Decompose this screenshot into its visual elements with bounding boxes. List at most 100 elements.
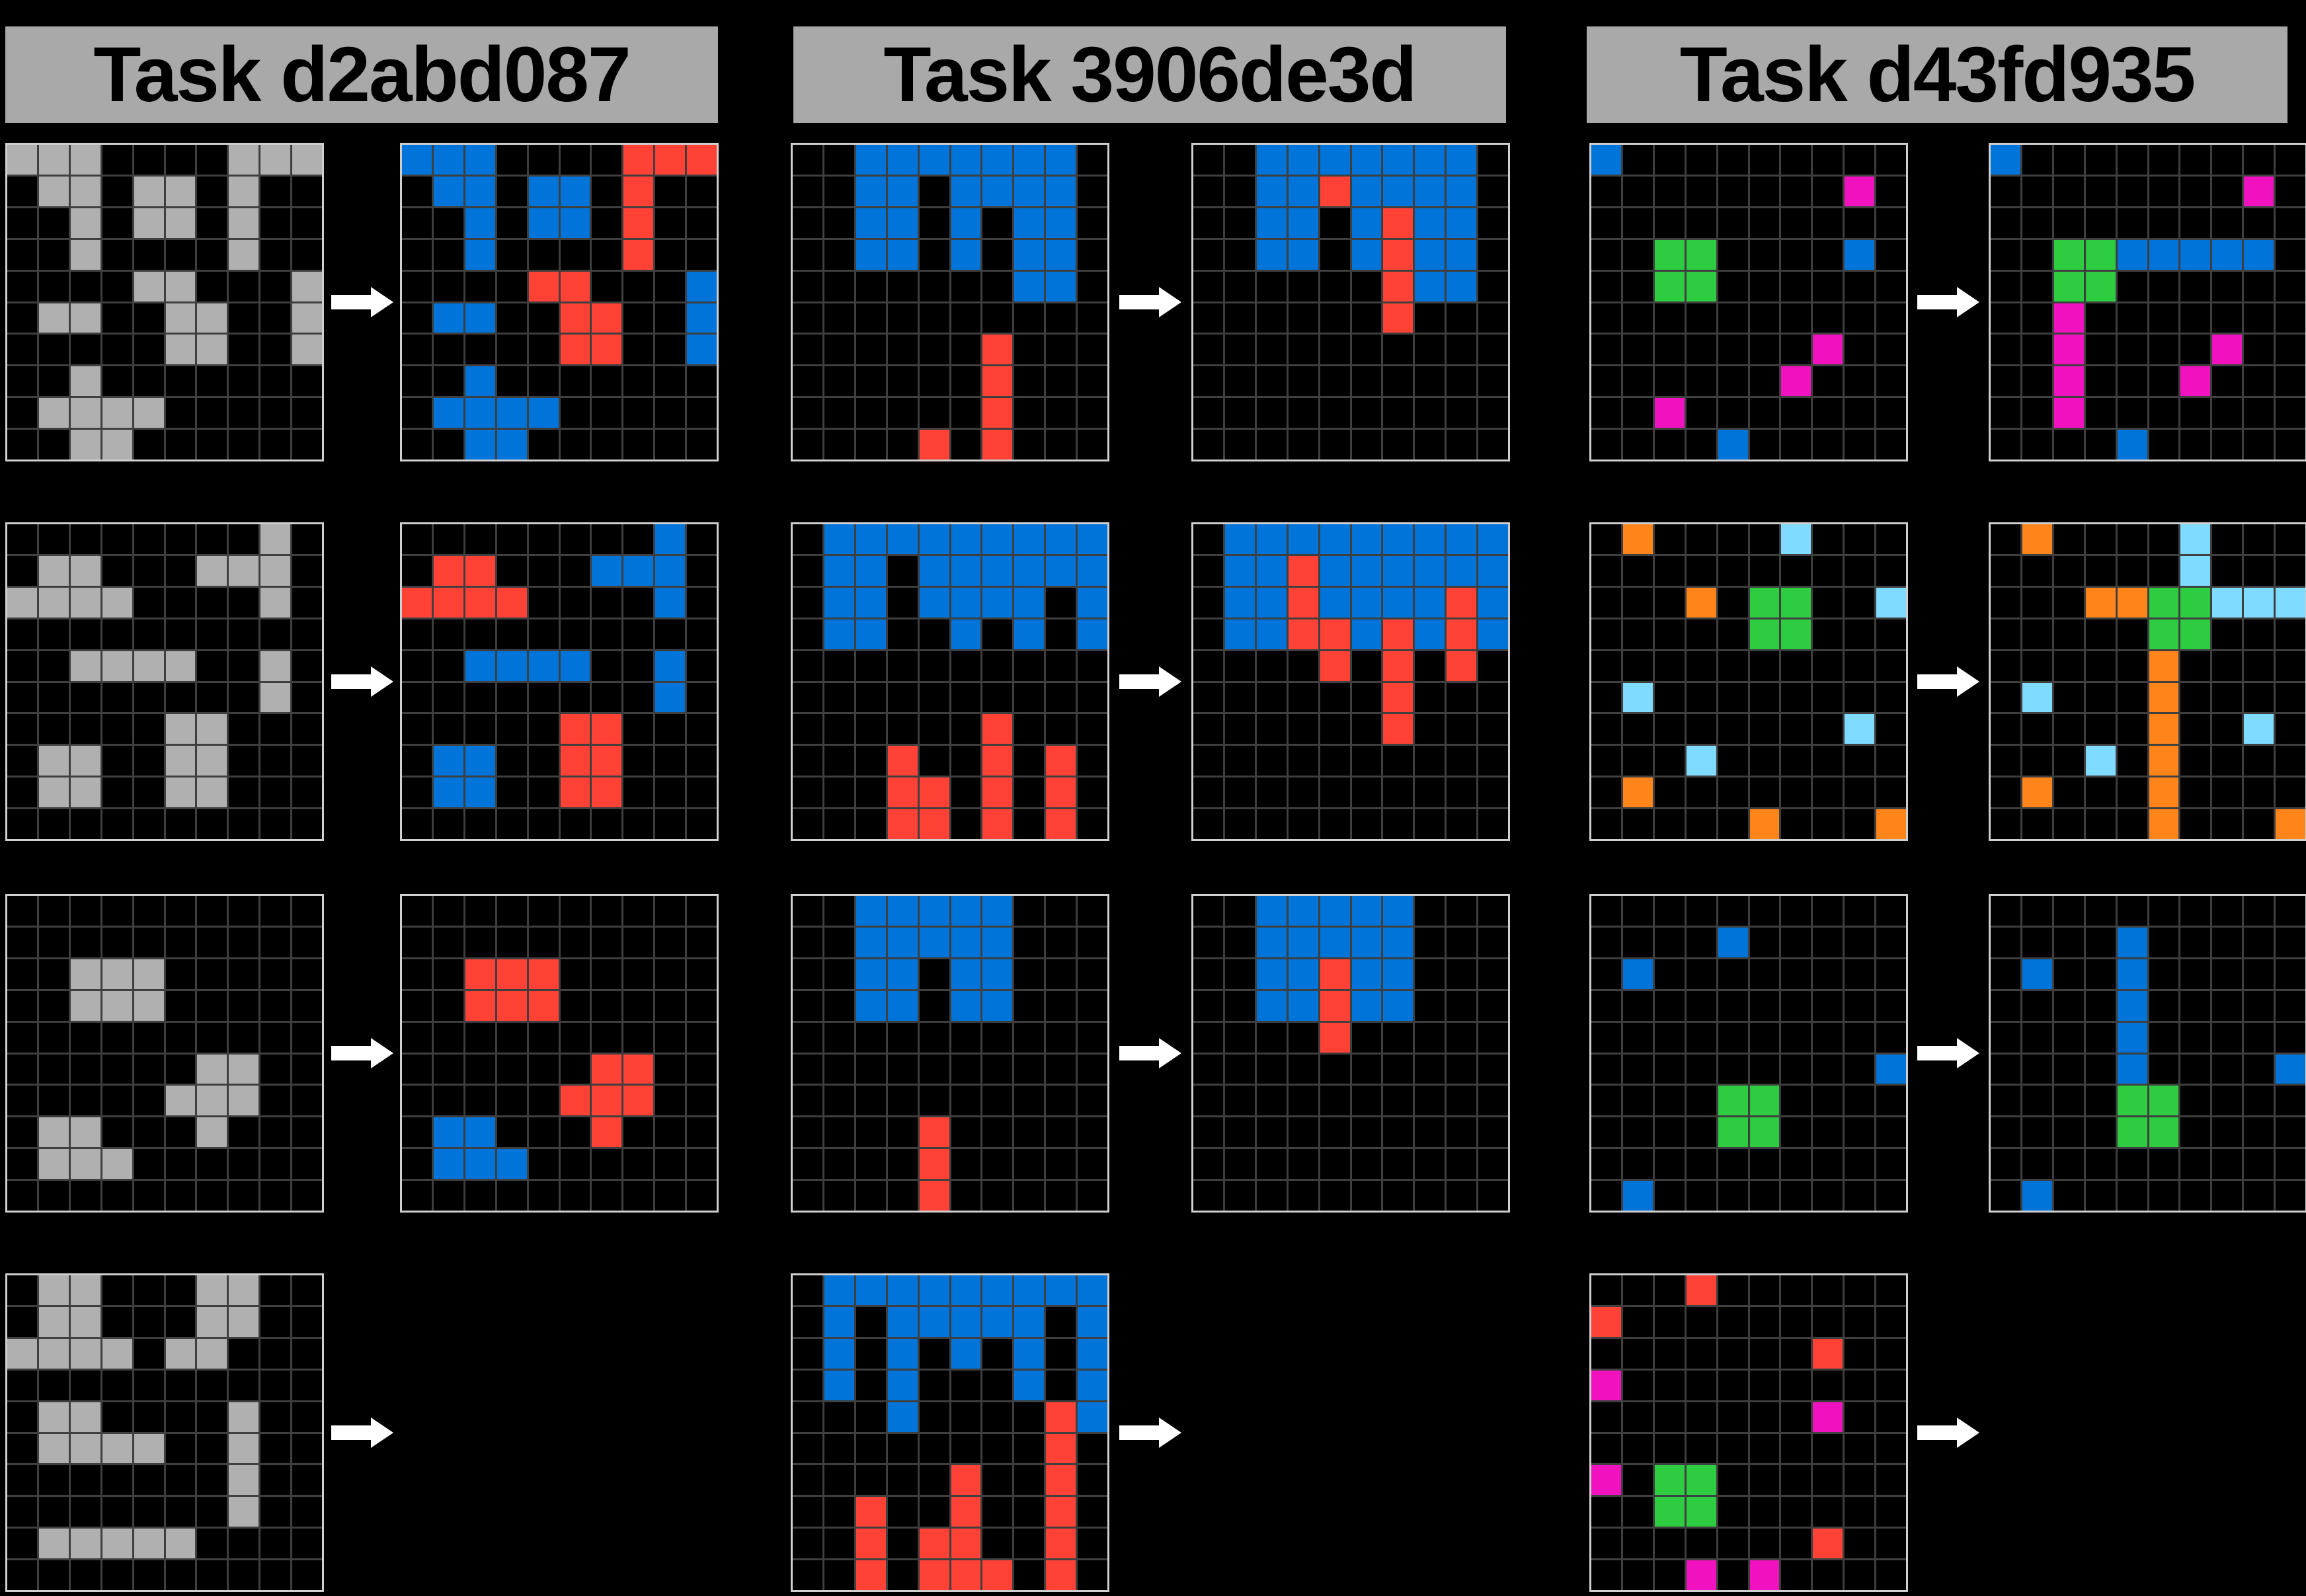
grid-cell	[687, 619, 717, 649]
grid-cell	[2149, 524, 2179, 554]
grid-cell	[824, 1402, 854, 1432]
grid-cell	[1622, 1529, 1653, 1559]
grid-cell	[38, 239, 69, 270]
grid-cell	[592, 335, 622, 365]
grid-cell	[2053, 990, 2084, 1021]
grid-cell	[1383, 746, 1413, 776]
grid-cell	[824, 524, 854, 554]
grid-cell	[134, 778, 164, 808]
grid-cell	[7, 1086, 37, 1116]
grid-cell	[1256, 303, 1287, 333]
grid-cell	[1046, 809, 1076, 839]
grid-cell	[687, 1181, 717, 1211]
grid-cell	[1591, 1054, 1621, 1084]
grid-cell	[1813, 208, 1843, 238]
grid-cell	[134, 145, 164, 175]
grid-cell	[1749, 1338, 1780, 1369]
grid-cell	[70, 555, 100, 586]
grid-cell	[70, 208, 100, 238]
grid-cell	[1686, 555, 1716, 586]
grid-cell	[1351, 1086, 1382, 1116]
grid-cell	[102, 1529, 132, 1559]
grid-cell	[655, 1054, 686, 1084]
grid-cell	[1845, 927, 1875, 957]
grid-cell	[1781, 176, 1811, 206]
grid-cell	[528, 303, 559, 333]
grid-cell	[7, 1054, 37, 1084]
grid-cell	[982, 1560, 1013, 1590]
grid-cell	[70, 587, 100, 618]
grid-cell	[1320, 682, 1350, 713]
grid-cell	[1447, 1086, 1477, 1116]
grid-cell	[1654, 1529, 1685, 1559]
grid-cell	[623, 619, 654, 649]
grid-cell	[1876, 682, 1906, 713]
grid-cell	[260, 239, 291, 270]
grid-cell	[1781, 555, 1811, 586]
grid-cell	[102, 682, 132, 713]
grid-cell	[1046, 335, 1076, 365]
grid-cell	[1845, 1181, 1875, 1211]
grid-cell	[2053, 927, 2084, 957]
grid-cell	[793, 1275, 822, 1305]
grid-cell	[1415, 809, 1445, 839]
grid-cell	[1991, 682, 2020, 713]
grid-cell	[1813, 1275, 1843, 1305]
grid-cell	[70, 335, 100, 365]
grid-cell	[102, 1022, 132, 1053]
grid-cell	[1415, 587, 1445, 618]
grid-cell	[197, 587, 227, 618]
grid-cell	[70, 990, 100, 1021]
grid-cell	[2276, 239, 2305, 270]
grid-cell	[951, 335, 981, 365]
grid-cell	[1876, 524, 1906, 554]
grid-cell	[855, 927, 886, 957]
grid-cell	[38, 1338, 69, 1369]
grid-cell	[260, 1370, 291, 1400]
grid-cell	[1781, 208, 1811, 238]
grid-cell	[528, 208, 559, 238]
grid-cell	[1622, 746, 1653, 776]
grid-cell	[1781, 778, 1811, 808]
grid-cell	[102, 1497, 132, 1527]
grid-cell	[560, 746, 590, 776]
grid-cell	[887, 366, 918, 397]
grid-cell	[1813, 990, 1843, 1021]
grid-cell	[1654, 271, 1685, 301]
grid-cell	[1351, 959, 1382, 989]
grid-cell	[1813, 1560, 1843, 1590]
grid-cell	[919, 682, 949, 713]
grid-cell	[2117, 208, 2147, 238]
grid-cell	[623, 1022, 654, 1053]
arrow-head	[370, 1038, 393, 1068]
grid-cell	[824, 927, 854, 957]
grid-cell	[292, 927, 322, 957]
grid-cell	[2212, 619, 2243, 649]
grid-cell	[229, 1149, 259, 1179]
grid-cell	[2085, 651, 2116, 681]
grid-cell	[102, 927, 132, 957]
grid-cell	[102, 555, 132, 586]
grid-cell	[982, 398, 1013, 428]
grid-cell	[687, 303, 717, 333]
grid-cell	[1320, 619, 1350, 649]
grid-cell	[919, 959, 949, 989]
grid-cell	[2117, 1086, 2147, 1116]
grid-cell	[1686, 1433, 1716, 1464]
grid-cell	[982, 1465, 1013, 1496]
grid-cell	[497, 1022, 527, 1053]
grid-cell	[102, 271, 132, 301]
grid-cell	[1654, 1022, 1685, 1053]
grid-cell	[1876, 366, 1906, 397]
grid-cell	[70, 1022, 100, 1053]
grid-cell	[2053, 1054, 2084, 1084]
grid-cell	[165, 809, 196, 839]
grid-cell	[855, 682, 886, 713]
input-grid	[1589, 522, 1908, 841]
grid-cell	[2244, 896, 2274, 926]
grid-cell	[1193, 430, 1223, 459]
grid-cell	[1288, 335, 1318, 365]
grid-cell	[1046, 1181, 1076, 1211]
grid-cell	[2244, 746, 2274, 776]
grid-cell	[1591, 1560, 1621, 1590]
